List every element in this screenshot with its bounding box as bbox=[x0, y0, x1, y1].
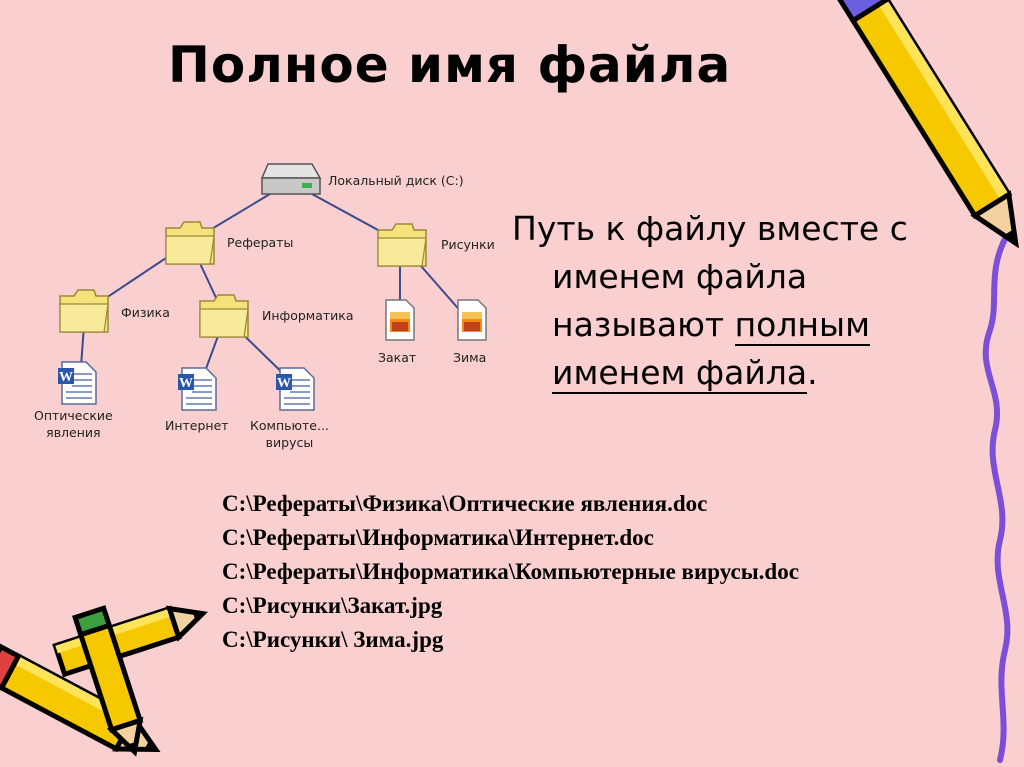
folder-icon bbox=[165, 221, 215, 265]
path-example: C:\Рефераты\Информатика\Компьютерные вир… bbox=[222, 559, 799, 584]
word-document-icon bbox=[177, 367, 217, 411]
tree-label-informatika: Информатика bbox=[262, 308, 354, 323]
folder-icon bbox=[377, 223, 427, 267]
definition-line: именем файла bbox=[552, 257, 808, 296]
tree-label-line: Оптические bbox=[34, 408, 113, 423]
pencil-icon bbox=[72, 605, 144, 757]
word-document-icon bbox=[275, 367, 315, 411]
definition-text: Путь к файлу вместе с именем файла назыв… bbox=[512, 205, 982, 397]
folder-icon bbox=[59, 289, 109, 333]
tree-label-line: Компьюте... bbox=[250, 418, 329, 433]
tree-label-referaty: Рефераты bbox=[227, 235, 294, 250]
underlined-term: именем файла bbox=[552, 353, 808, 394]
tree-label-zakat: Закат bbox=[378, 350, 417, 365]
definition-line: Путь к файлу вместе с bbox=[512, 209, 908, 248]
image-file-icon bbox=[457, 299, 487, 341]
tree-label-internet: Интернет bbox=[165, 418, 229, 433]
tree-label-line: вирусы bbox=[265, 435, 314, 450]
underlined-term: полным bbox=[734, 305, 870, 346]
path-example: C:\Рисунки\ Зима.jpg bbox=[222, 627, 444, 652]
pencil-icon bbox=[52, 605, 208, 678]
tree-label-kompyutery: Компьюте... вирусы bbox=[250, 417, 329, 451]
image-file-icon bbox=[385, 299, 415, 341]
tree-label-line: явления bbox=[46, 425, 101, 440]
hard-drive-icon bbox=[260, 163, 322, 195]
pencil-icon bbox=[836, 0, 1019, 249]
tree-label-zima: Зима bbox=[453, 350, 487, 365]
path-example: C:\Рефераты\Физика\Оптические явления.do… bbox=[222, 491, 708, 516]
definition-line: именем файла. bbox=[512, 349, 982, 397]
tree-label-opticheskie: Оптические явления bbox=[34, 407, 113, 441]
tree-label-fizika: Физика bbox=[121, 305, 170, 320]
word-document-icon bbox=[57, 361, 97, 405]
folder-icon bbox=[199, 294, 249, 338]
definition-word: называют bbox=[552, 305, 735, 344]
path-example: C:\Рисунки\Закат.jpg bbox=[222, 593, 443, 618]
definition-line: называют полным bbox=[512, 301, 982, 349]
path-example: C:\Рефераты\Информатика\Интернет.doc bbox=[222, 525, 654, 550]
full-path-examples: C:\Рефераты\Физика\Оптические явления.do… bbox=[222, 487, 799, 657]
tree-label-risunki: Рисунки bbox=[441, 237, 495, 252]
definition-period: . bbox=[807, 353, 818, 392]
squiggle-line bbox=[982, 227, 1013, 763]
file-tree-diagram: W bbox=[57, 163, 487, 411]
tree-label-root: Локальный диск (C:) bbox=[328, 173, 464, 188]
slide-title: Полное имя файла bbox=[168, 36, 732, 94]
